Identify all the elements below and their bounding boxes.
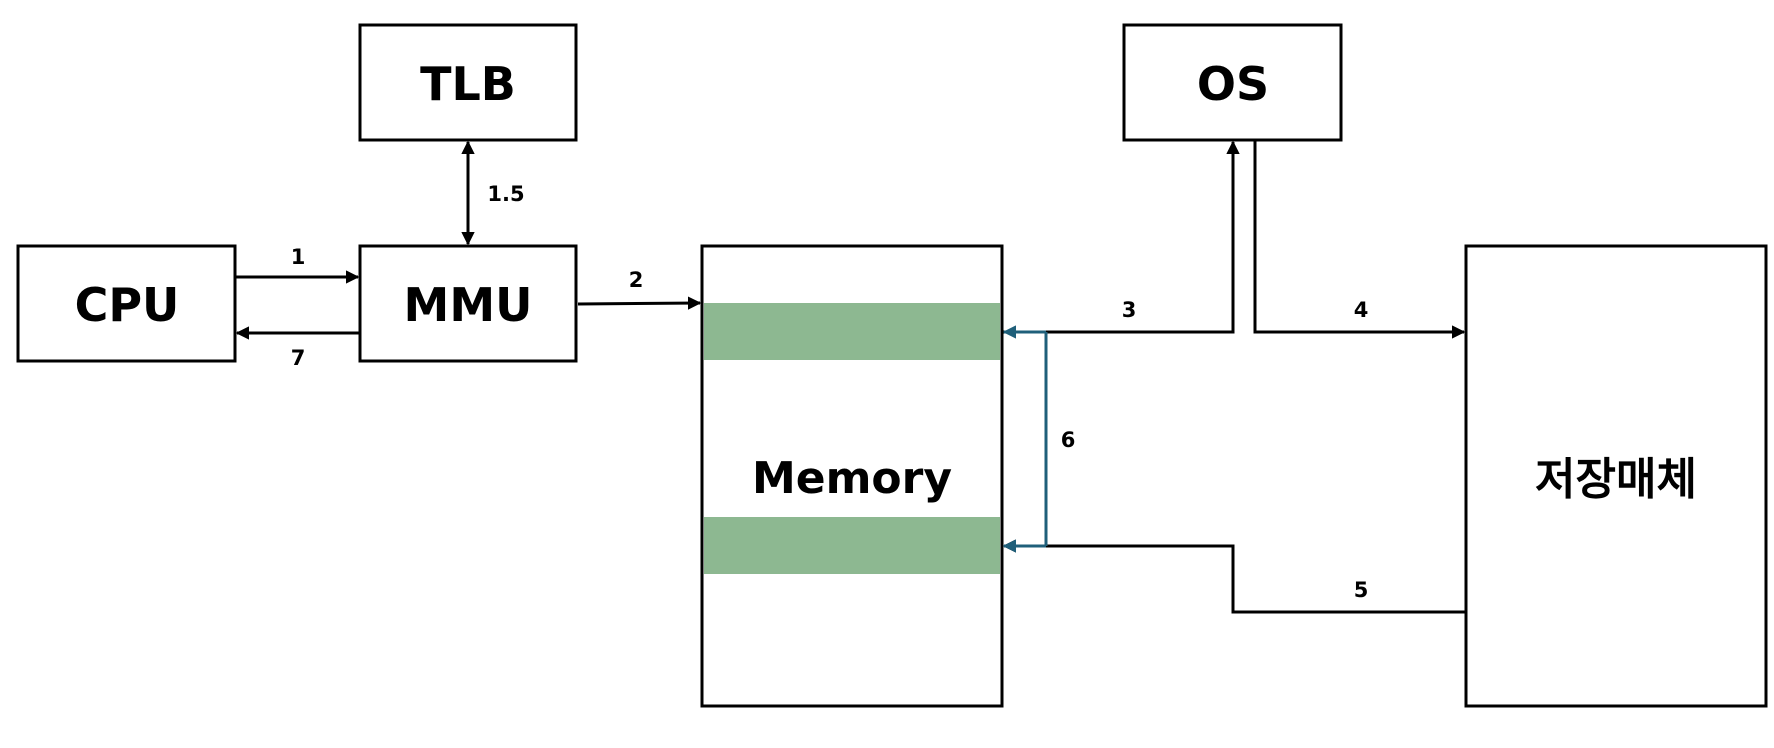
tlb-label: TLB	[420, 57, 516, 111]
cpu-node: CPU	[16, 244, 237, 363]
edge-7-label: 7	[291, 346, 306, 370]
cpu-label: CPU	[75, 278, 180, 332]
storage-label: 저장매체	[1535, 454, 1697, 505]
edge-2: 2	[577, 268, 702, 310]
memory-page-band-top	[704, 303, 1000, 360]
edge-4: 4	[1253, 140, 1466, 339]
memory-node: Memory	[700, 244, 1004, 708]
edge-1-5: 1.5	[461, 140, 525, 246]
edge-1-label: 1	[291, 245, 306, 269]
storage-node: 저장매체	[1464, 244, 1768, 708]
os-node: OS	[1122, 23, 1343, 142]
edge-7: 7	[235, 326, 359, 370]
edge-1: 1	[236, 245, 360, 284]
os-label: OS	[1197, 57, 1269, 111]
memory-page-band-bottom	[704, 517, 1000, 574]
tlb-node: TLB	[358, 23, 578, 142]
edge-4-label: 4	[1354, 298, 1369, 322]
edge-6-label: 6	[1061, 428, 1076, 452]
memory-label: Memory	[752, 453, 952, 504]
edge-3-label: 3	[1122, 298, 1137, 322]
edge-6: 6	[1002, 325, 1076, 553]
mmu-node: MMU	[358, 244, 578, 363]
edge-3: 3	[1002, 140, 1240, 334]
edge-5-label: 5	[1354, 578, 1369, 602]
edge-2-label: 2	[629, 268, 644, 292]
mmu-label: MMU	[404, 278, 533, 332]
edge-5: 5	[1002, 539, 1466, 614]
edge-1-5-label: 1.5	[487, 182, 524, 206]
